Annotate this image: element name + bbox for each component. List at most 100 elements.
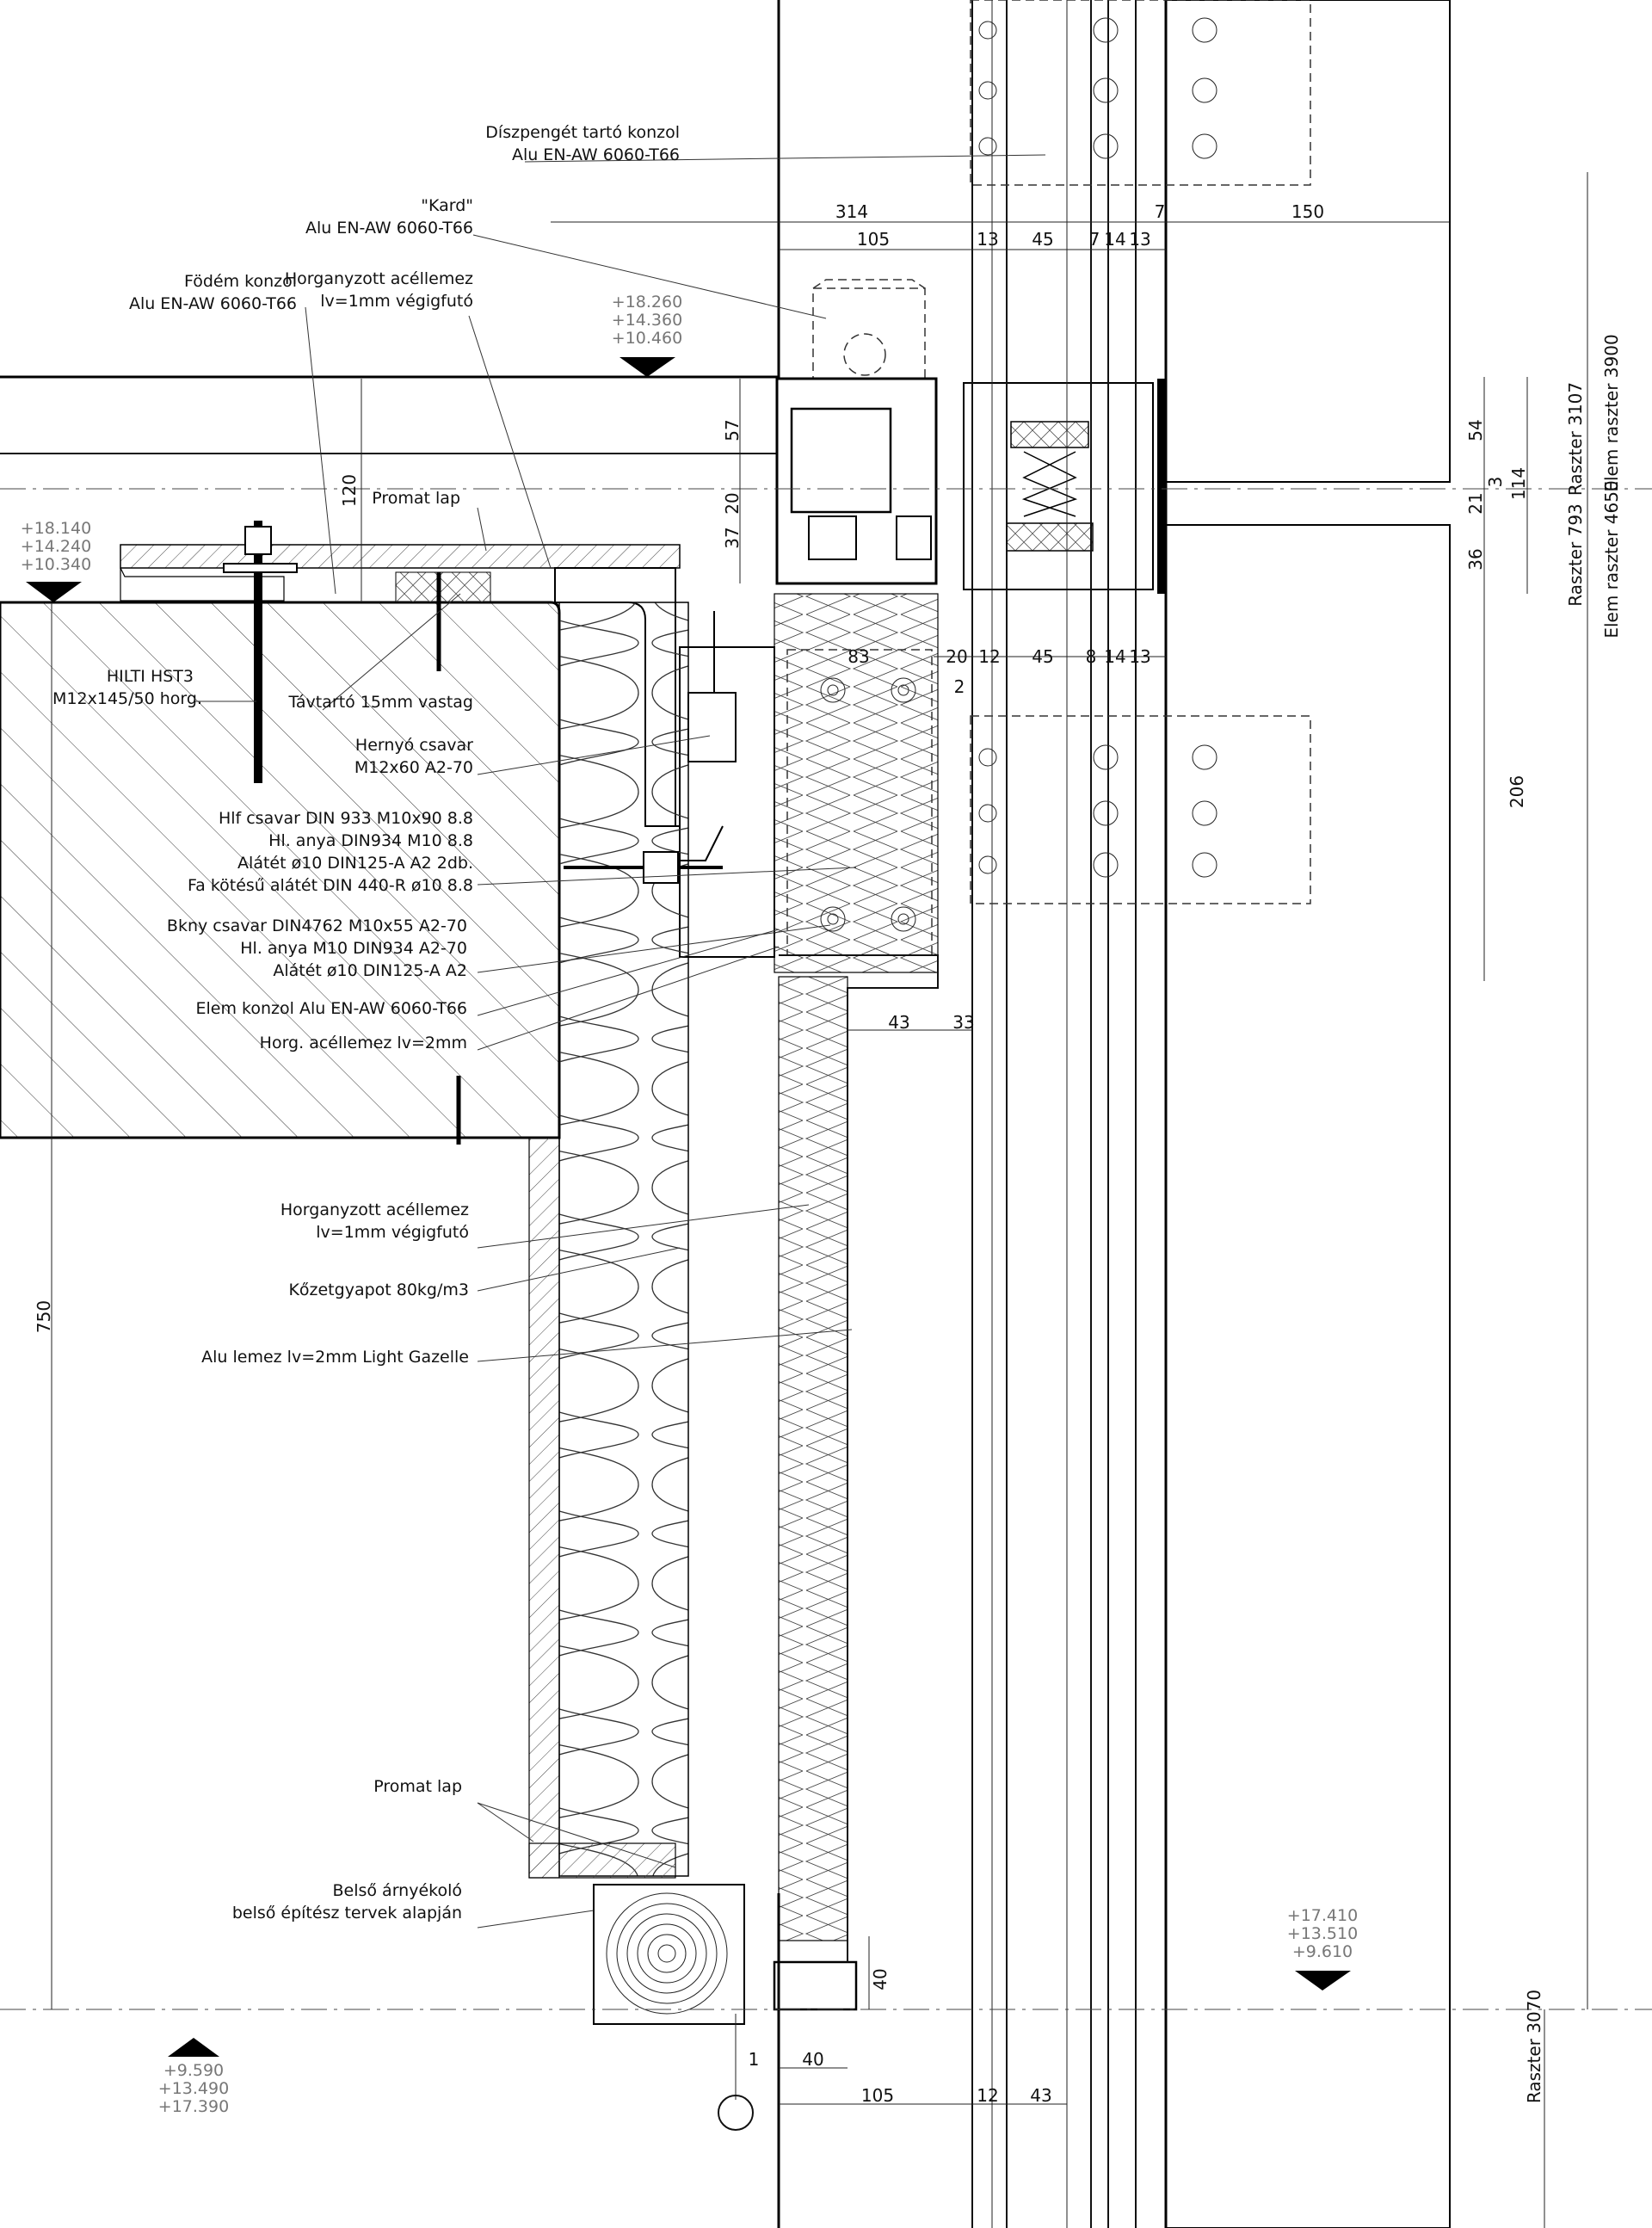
- label-arnyekolo-2: belső építész tervek alapján: [232, 1904, 462, 1922]
- dim-150: 150: [1291, 201, 1324, 222]
- label-horg-top-1: Horganyzott acéllemez: [285, 269, 473, 288]
- label-bkny-1: Bkny csavar DIN4762 M10x55 A2-70: [167, 917, 467, 935]
- element-bracket: [779, 649, 939, 1936]
- dim-20-vert: 20: [722, 492, 743, 514]
- dim-40-bottom: 40: [802, 2049, 823, 2070]
- dim-83: 83: [848, 646, 869, 667]
- label-kard-2: Alu EN-AW 6060-T66: [305, 219, 473, 238]
- label-promat-top: Promat lap: [372, 489, 460, 508]
- label-diszpenget-1: Díszpengét tartó konzol: [485, 123, 680, 142]
- dim-314: 314: [835, 201, 868, 222]
- level-bottom-3: +17.390: [158, 2097, 229, 2116]
- transom-profile: [775, 377, 1166, 594]
- level-top-3: +10.460: [612, 329, 682, 348]
- dim-12-mid: 12: [978, 646, 1000, 667]
- dim-20-mid: 20: [946, 646, 967, 667]
- label-horg-mid-1: Horganyzott acéllemez: [280, 1200, 469, 1219]
- level-left-1: +18.140: [21, 519, 91, 538]
- dim-105-top: 105: [857, 229, 890, 250]
- label-hilti-2: M12x145/50 horg.: [52, 689, 202, 708]
- label-promat-bottom: Promat lap: [373, 1777, 462, 1796]
- label-arnyekolo-1: Belső árnyékoló: [332, 1881, 462, 1900]
- label-fodem-1: Födém konzol: [184, 272, 297, 291]
- dim-elem-raszter-4650: Elem raszter 4650: [1601, 480, 1622, 638]
- dim-1: 1: [749, 2049, 760, 2070]
- dim-54: 54: [1465, 419, 1486, 441]
- dim-12-bottom: 12: [977, 2085, 998, 2106]
- label-hernyo-1: Hernyó csavar: [355, 736, 473, 755]
- level-right-2: +13.510: [1287, 1924, 1358, 1943]
- dim-8-mid: 8: [1086, 646, 1097, 667]
- label-elem-konzol: Elem konzol Alu EN-AW 6060-T66: [196, 999, 467, 1018]
- dim-45-top: 45: [1032, 229, 1053, 250]
- dim-2: 2: [954, 676, 965, 697]
- dim-7b-top: 7: [1155, 201, 1166, 222]
- dim-45-mid: 45: [1032, 646, 1053, 667]
- component-labels: Díszpengét tartó konzol Alu EN-AW 6060-T…: [52, 123, 680, 1922]
- dim-43-bottom: 43: [1030, 2085, 1051, 2106]
- hilti-anchor: [223, 521, 298, 783]
- dim-13-top: 13: [977, 229, 998, 250]
- label-diszpenget-2: Alu EN-AW 6060-T66: [512, 145, 680, 164]
- level-left-2: +14.240: [21, 537, 91, 556]
- dim-36: 36: [1465, 548, 1486, 570]
- level-lines: [0, 488, 1652, 2010]
- label-hilti-1: HILTI HST3: [107, 667, 194, 686]
- mullion-lines: [777, 0, 1451, 2228]
- label-kozetgyapot: Kőzetgyapot 80kg/m3: [288, 1281, 469, 1299]
- label-hlf-3: Alátét ø10 DIN125-A A2 2db.: [237, 854, 473, 873]
- dim-57: 57: [722, 419, 743, 441]
- dim-14-mid: 14: [1104, 646, 1125, 667]
- dim-105-bottom: 105: [861, 2085, 894, 2106]
- fin-bracket-lower: [970, 715, 1311, 904]
- dim-206: 206: [1507, 775, 1527, 808]
- dim-14-top: 14: [1104, 229, 1125, 250]
- dim-37: 37: [722, 527, 743, 548]
- dim-raszter-3107: Raszter 3107: [1565, 382, 1586, 496]
- dim-13b-top: 13: [1129, 229, 1150, 250]
- dim-40-vert: 40: [870, 1968, 891, 1990]
- dim-21: 21: [1465, 492, 1486, 514]
- level-left-3: +10.340: [21, 555, 91, 574]
- label-horg-2mm: Horg. acéllemez lv=2mm: [260, 1034, 467, 1052]
- leader-lines: [194, 154, 1046, 1929]
- label-kard-1: "Kard": [421, 196, 473, 215]
- dim-elem-raszter-3900: Elem raszter 3900: [1601, 334, 1622, 491]
- dim-13-mid: 13: [1129, 646, 1150, 667]
- level-bottom-2: +13.490: [158, 2079, 229, 2098]
- dim-120: 120: [339, 474, 360, 507]
- label-tavtarto: Távtartó 15mm vastag: [287, 693, 473, 712]
- dimension-lines: [51, 172, 1588, 2228]
- label-hlf-1: Hlf csavar DIN 933 M10x90 8.8: [219, 809, 473, 828]
- dim-raszter-793: Raszter 793: [1565, 503, 1586, 607]
- dim-114: 114: [1508, 467, 1529, 500]
- label-fodem-2: Alu EN-AW 6060-T66: [129, 294, 297, 313]
- label-bkny-3: Alátét ø10 DIN125-A A2: [273, 961, 467, 980]
- kard-blade: [812, 279, 926, 384]
- level-bottom-1: +9.590: [163, 2061, 224, 2080]
- level-top-1: +18.260: [612, 293, 682, 312]
- insulation-main: [528, 602, 689, 1879]
- label-hlf-2: Hl. anya DIN934 M10 8.8: [268, 831, 473, 850]
- dim-7-top: 7: [1089, 229, 1100, 250]
- label-horg-top-2: lv=1mm végigfutó: [320, 292, 473, 311]
- label-hlf-4: Fa kötésű alátét DIN 440-R ø10 8.8: [188, 876, 473, 895]
- level-top-2: +14.360: [612, 311, 682, 330]
- dim-3: 3: [1485, 477, 1506, 488]
- level-markers: [26, 357, 1351, 2057]
- fin-bracket-upper: [970, 0, 1311, 186]
- dim-raszter-3070: Raszter 3070: [1524, 1990, 1544, 2103]
- outer-insulation-strip: [774, 593, 939, 1941]
- label-horg-mid-2: lv=1mm végigfutó: [316, 1223, 469, 1242]
- bottom-sill-profile: [773, 1919, 858, 2011]
- dim-33: 33: [952, 1012, 974, 1033]
- label-bkny-2: Hl. anya M10 DIN934 A2-70: [240, 939, 467, 958]
- dimension-values: 314 105 13 45 7 14 13 7 150 57 20 37 120…: [34, 201, 1622, 2106]
- level-right-1: +17.410: [1287, 1906, 1358, 1925]
- dim-750: 750: [34, 1300, 54, 1333]
- shading-roller: [593, 1884, 754, 2131]
- level-right-3: +9.610: [1292, 1942, 1353, 1961]
- upper-floor-lines: [0, 375, 779, 454]
- label-alu-lemez: Alu lemez lv=2mm Light Gazelle: [201, 1348, 469, 1367]
